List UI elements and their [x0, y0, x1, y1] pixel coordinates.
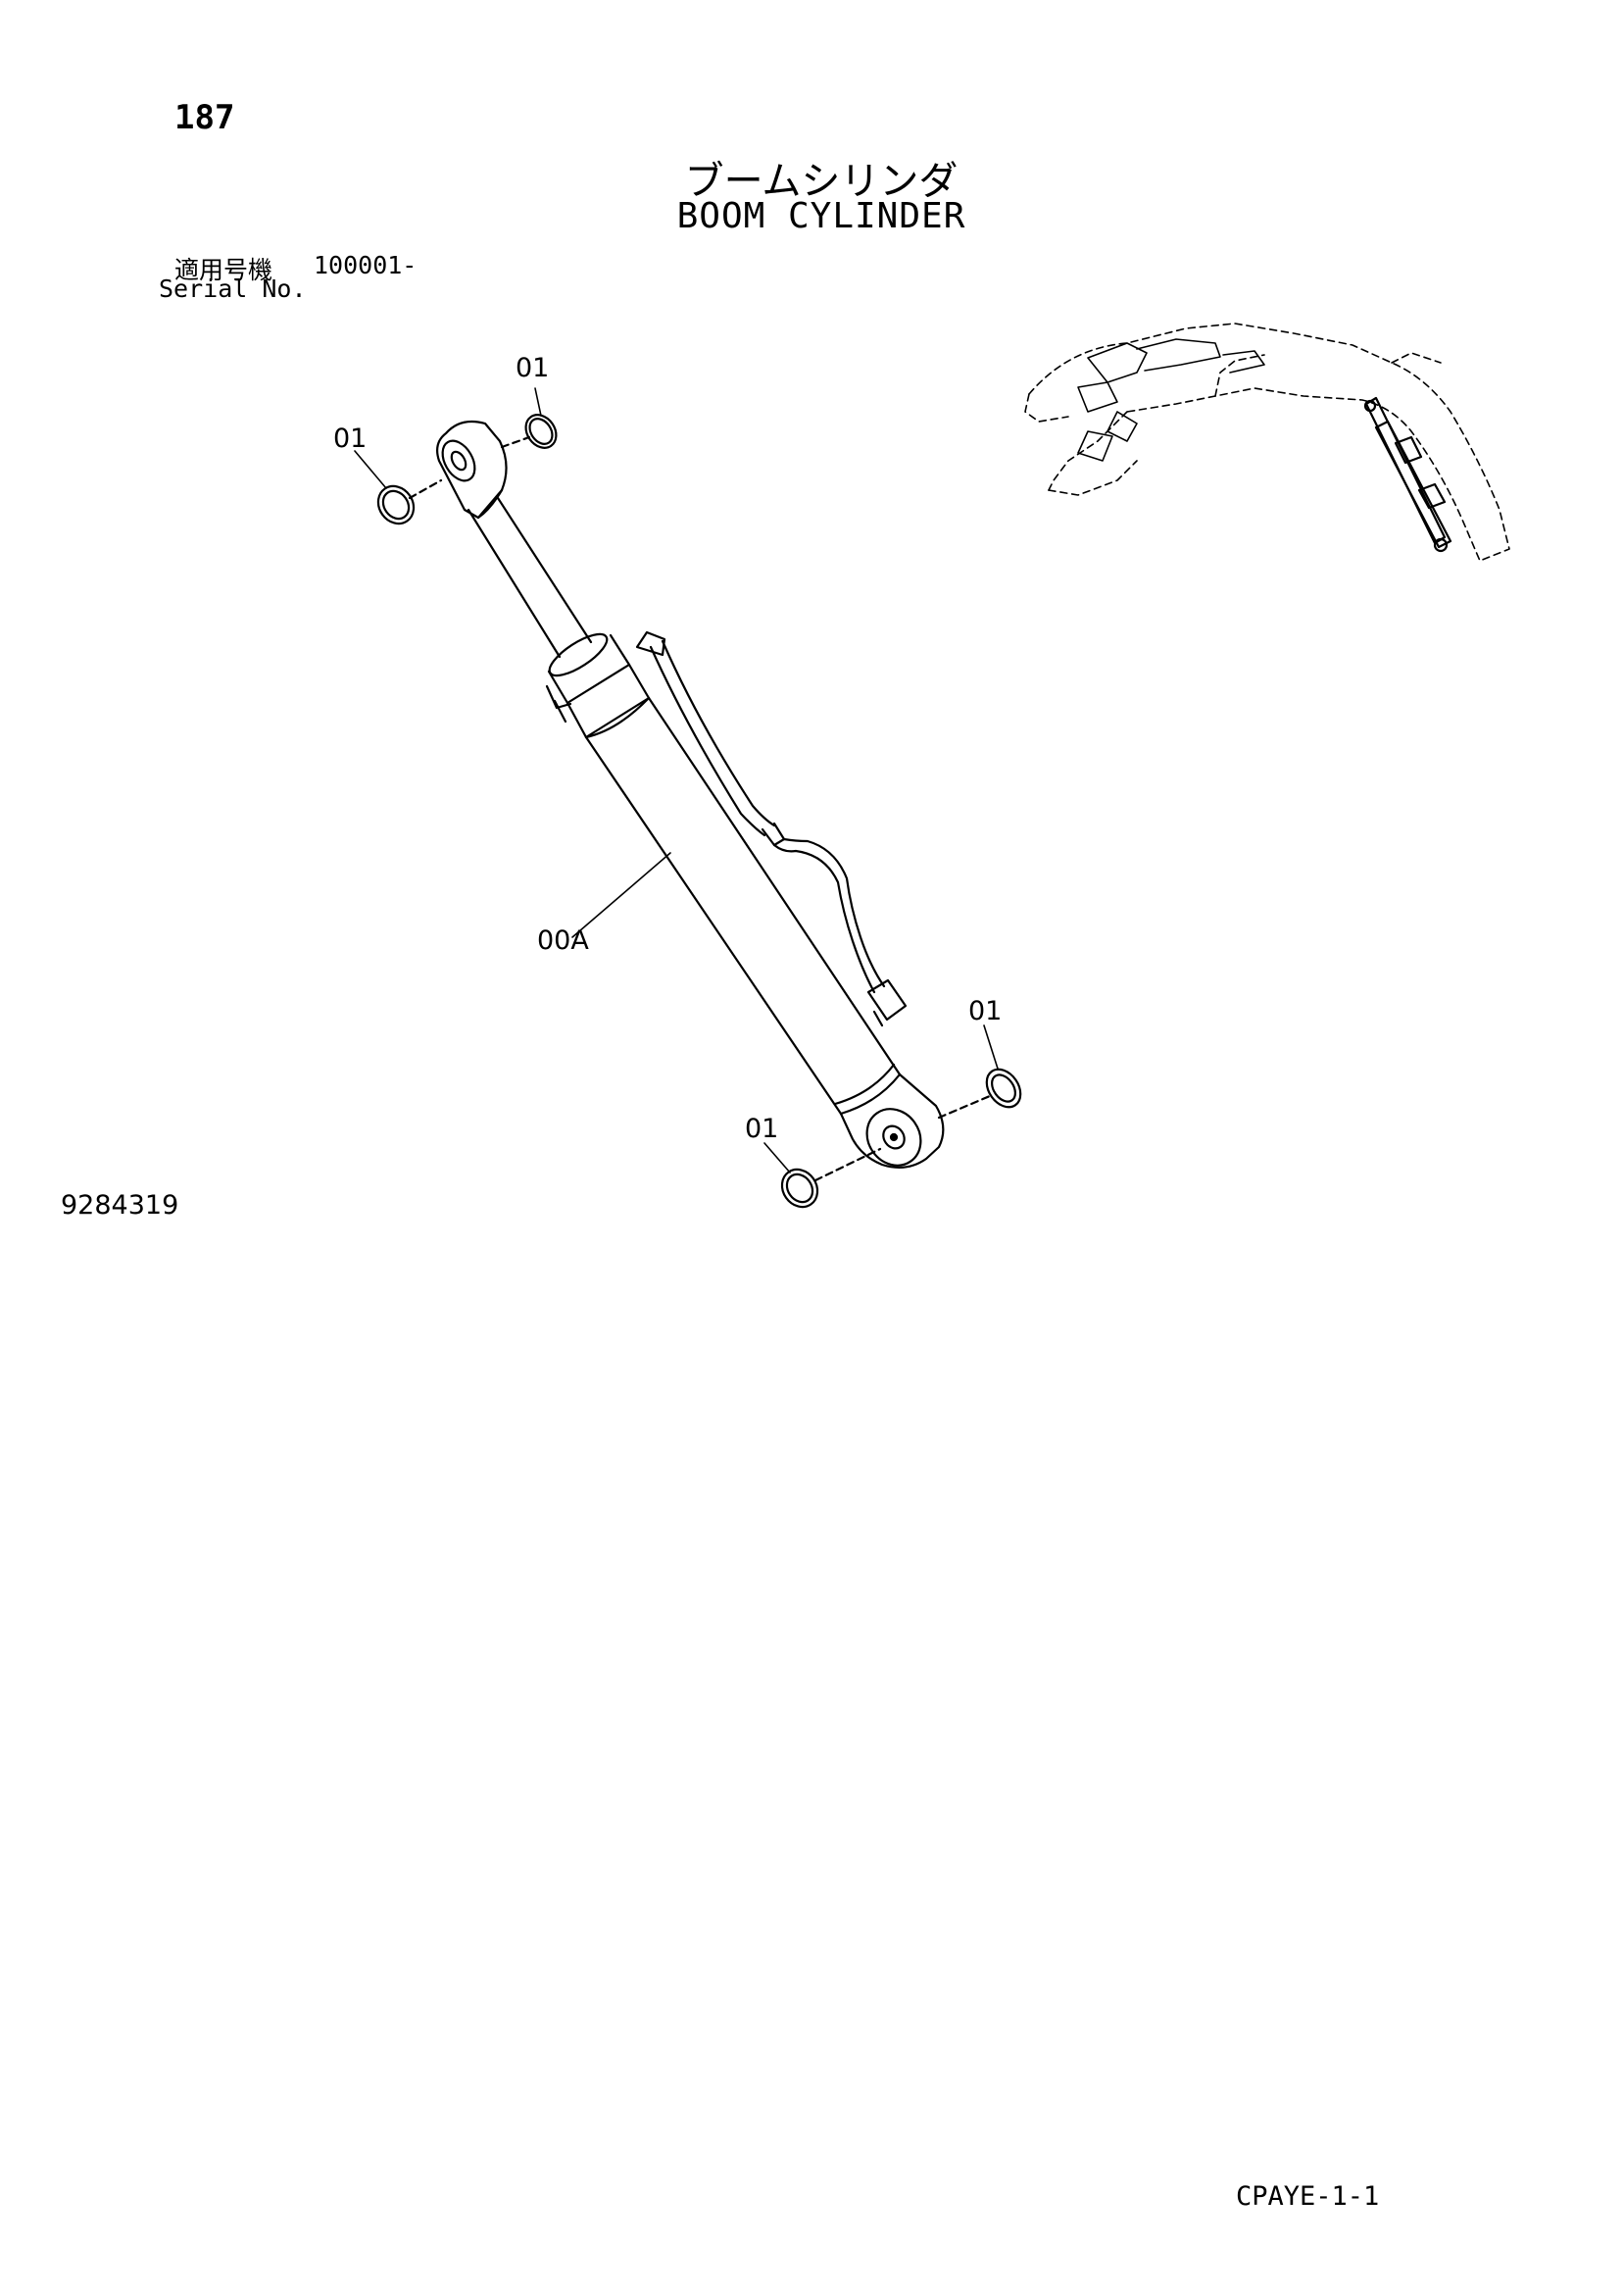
- callout-01-bottom-right: 01: [968, 996, 1002, 1026]
- drawing-number: 9284319: [61, 1190, 179, 1221]
- page-number: 187: [174, 98, 235, 137]
- footer-page-code: CPAYE-1-1: [1236, 2181, 1380, 2212]
- seal-ring-top-left: [376, 478, 443, 525]
- leader-lines: [354, 387, 999, 1173]
- seal-ring-bottom-left: [780, 1147, 882, 1209]
- callout-01-bottom-left: 01: [745, 1114, 778, 1144]
- serial-number-range: 100001-: [314, 251, 418, 279]
- page-title-english: BOOM CYLINDER: [676, 196, 966, 236]
- thumbnail-boom-cylinder: [1363, 396, 1452, 553]
- seal-ring-bottom-right: [937, 1068, 1022, 1120]
- serial-label-japanese: 適用号機: [174, 256, 273, 284]
- callout-01-top-left: 01: [333, 424, 367, 454]
- hydraulic-pipe: [635, 630, 908, 1027]
- callout-01-top-right: 01: [516, 353, 549, 383]
- cylinder-tube: [584, 696, 902, 1116]
- cylinder-head: [545, 632, 651, 739]
- serial-label-english: Serial No.: [159, 275, 307, 303]
- cylinder-bottom-eye: [839, 1073, 945, 1170]
- seal-ring-top-right: [500, 414, 558, 449]
- rod-eye: [436, 420, 508, 520]
- callout-00A-cylinder: 00A: [537, 925, 589, 956]
- boom-cylinder-illustration: [436, 420, 945, 1170]
- excavator-location-thumbnail: [1024, 323, 1510, 562]
- page-title-japanese: ブームシリンダ: [684, 159, 959, 204]
- piston-rod: [467, 496, 593, 659]
